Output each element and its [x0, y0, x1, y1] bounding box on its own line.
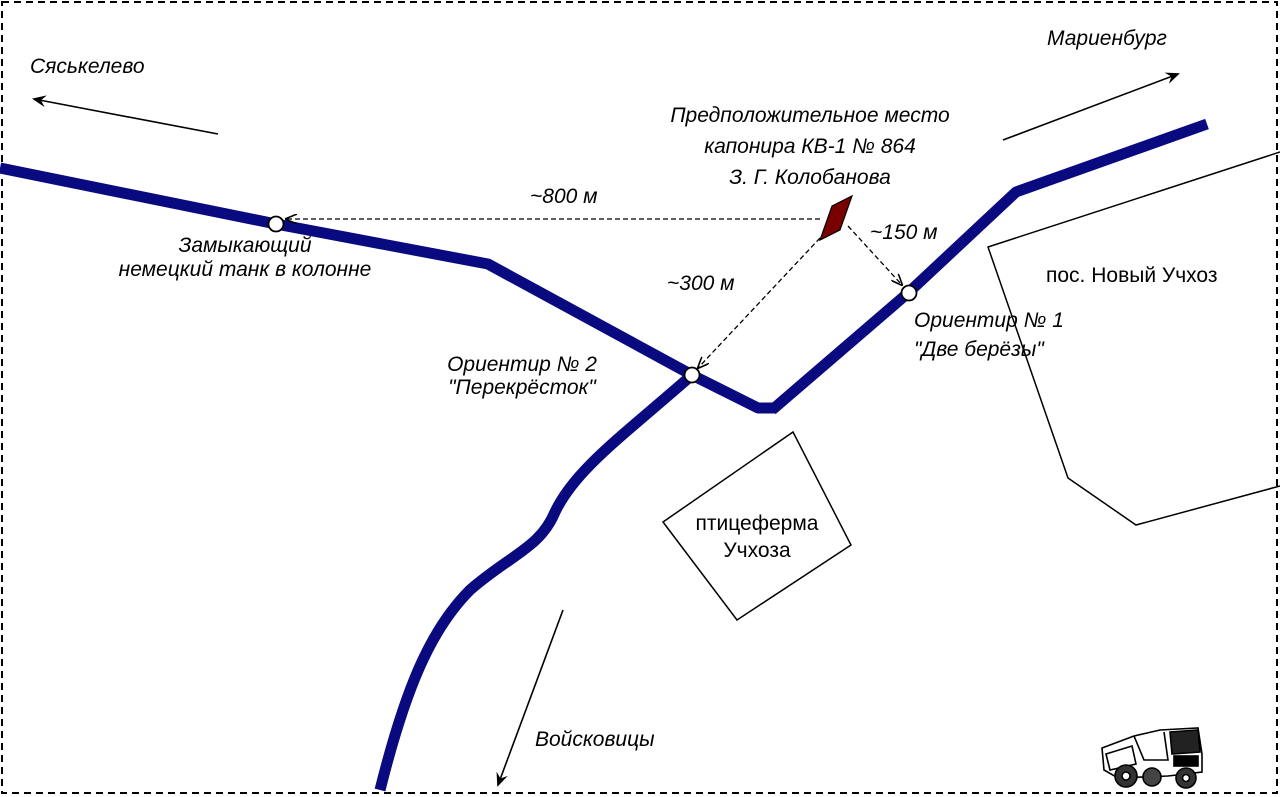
poultry-farm-outline: [661, 430, 852, 622]
caponier-marker: [818, 194, 854, 242]
arrow-voiskovitsy: [496, 609, 564, 787]
rear-tank-label-line2: немецкий танк в колонне: [119, 258, 372, 281]
settlement-label: пос. Новый Учхоз: [1046, 264, 1218, 287]
road-west: [0, 162, 776, 414]
landmark-1-point: [900, 284, 918, 302]
arrow-marienburg: [1002, 72, 1180, 141]
distance-label-300: ~300 м: [667, 272, 735, 295]
direction-label-syaskelevo: Сяськелево: [30, 55, 145, 78]
caponier-label-line1: Предположительное место: [670, 104, 950, 127]
arrow-syaskelevo: [32, 95, 219, 135]
direction-label-voiskovitsy: Войсковицы: [535, 728, 655, 751]
distance-label-150: ~150 м: [870, 221, 938, 244]
direction-label-marienburg: Мариенбург: [1047, 27, 1167, 50]
truck-icon: [1101, 727, 1203, 789]
landmark-1-label-line2: "Две берёзы": [914, 338, 1045, 361]
rear-tank-point: [267, 215, 285, 233]
road-south: [374, 370, 696, 792]
landmark-2-label-line1: Ориентир № 2: [447, 353, 597, 376]
distance-line-300: [698, 237, 821, 368]
poultry-farm-label-line2: Учхоза: [723, 539, 791, 562]
distance-label-800: ~800 м: [530, 185, 598, 208]
distance-line-150: [847, 225, 902, 285]
caponier-label-line2: капонира КВ-1 № 864: [704, 135, 916, 158]
poultry-farm-label-line1: птицеферма: [696, 512, 819, 535]
rear-tank-label-line1: Замыкающий: [178, 234, 311, 257]
caponier-label-line3: З. Г. Колобанова: [729, 166, 891, 189]
landmark-2-label-line2: "Перекрёсток": [448, 376, 597, 399]
landmark-2-point: [683, 366, 701, 384]
road-east: [768, 118, 1209, 415]
settlement-outline: [987, 151, 1280, 526]
landmark-1-label-line1: Ориентир № 1: [914, 309, 1064, 332]
